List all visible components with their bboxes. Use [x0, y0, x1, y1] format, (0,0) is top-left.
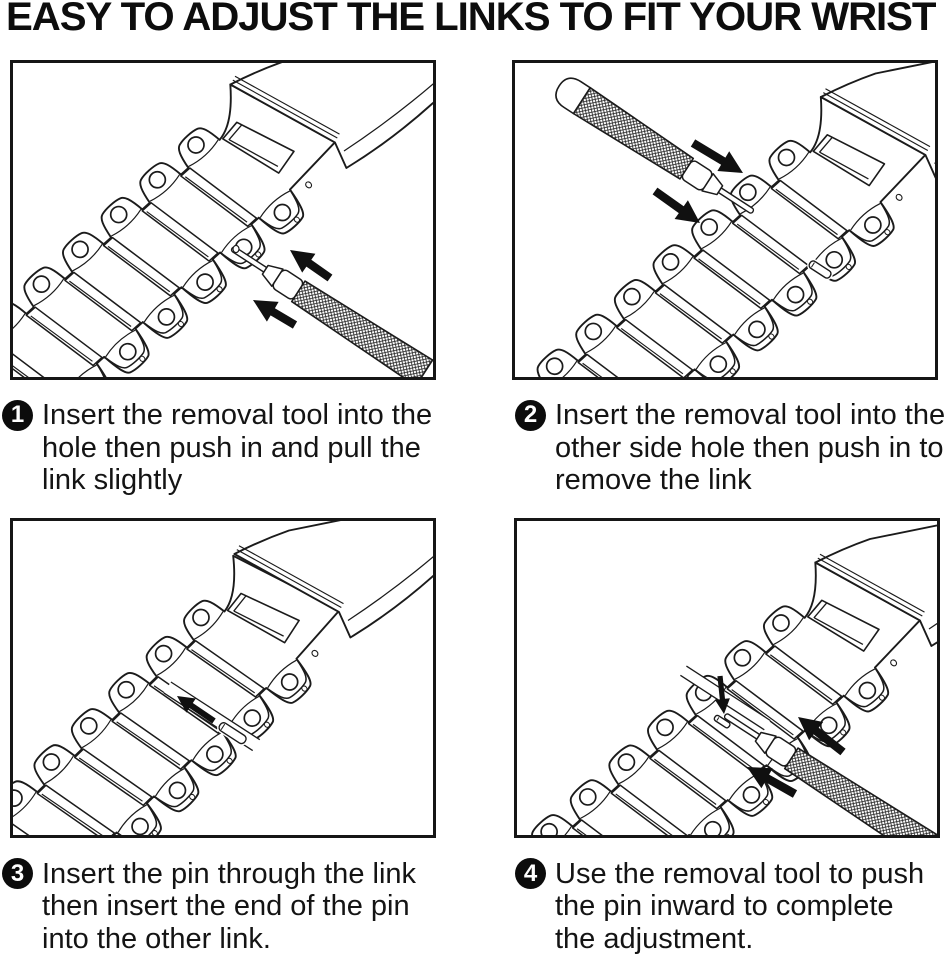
- step-number-badge-3: 3: [2, 858, 33, 890]
- illustration-step-4: [517, 521, 937, 835]
- link-pin: [712, 713, 732, 730]
- arrow-icon: [690, 139, 743, 173]
- step-text-3: Insert the pin through the link then ins…: [42, 857, 417, 955]
- arrow-icon: [798, 717, 846, 756]
- pin-removal-tool: [723, 713, 937, 835]
- arrow-icon: [747, 767, 798, 798]
- step-text-1: Insert the removal tool into the hole th…: [42, 399, 433, 497]
- pin-removal-tool: [555, 77, 755, 214]
- step-caption-4: 4 Use the removal tool to push the pin i…: [515, 858, 933, 955]
- illustration-frame-2: [512, 60, 938, 380]
- illustration-frame-4: [514, 518, 940, 838]
- step-text-4: Use the removal tool to push the pin inw…: [555, 857, 925, 955]
- link-pin: [807, 258, 833, 281]
- arrow-icon: [253, 300, 298, 329]
- illustration-frame-3: [10, 518, 436, 838]
- arrow-icon: [290, 250, 333, 282]
- step-text-2: Insert the removal tool into the other s…: [555, 399, 946, 497]
- arrow-icon: [177, 696, 216, 724]
- step-caption-3: 3 Insert the pin through the link then i…: [2, 858, 442, 955]
- pin-removal-tool: [230, 246, 433, 377]
- step-caption-2: 2 Insert the removal tool into the other…: [515, 399, 946, 497]
- illustration-step-2: [515, 63, 935, 377]
- step-caption-1: 1 Insert the removal tool into the hole …: [2, 399, 442, 497]
- illustration-frame-1: [10, 60, 436, 380]
- step-number-badge-1: 1: [2, 399, 33, 431]
- link-pin: [217, 720, 249, 746]
- illustration-step-1: [13, 63, 433, 377]
- page-title: EASY TO ADJUST THE LINKS TO FIT YOUR WRI…: [6, 0, 936, 39]
- arrow-icon: [652, 187, 700, 223]
- step-number-badge-4: 4: [515, 858, 546, 890]
- step-number-badge-2: 2: [515, 399, 546, 431]
- illustration-step-3: [13, 521, 433, 835]
- arrow-icon: [715, 675, 730, 714]
